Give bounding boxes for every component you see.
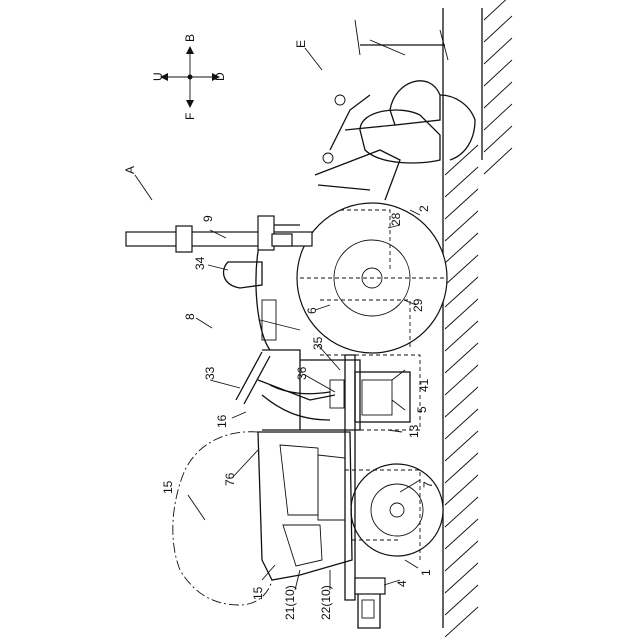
ground-hatch-line (484, 126, 512, 152)
label-34: 34 (193, 256, 207, 270)
label-33: 33 (203, 366, 217, 380)
label-16: 16 (215, 414, 229, 428)
label-7: 7 (421, 481, 435, 488)
ground-hatch-line (484, 0, 512, 20)
ground-hatch-line (445, 189, 478, 219)
ground-hatch-line (445, 497, 478, 527)
ground-hatch-line (484, 104, 512, 130)
ground-hatch-line (484, 38, 512, 64)
label-29: 29 (411, 298, 425, 312)
ground-hatch-line (484, 148, 512, 174)
rear-linkage (315, 20, 475, 200)
ground-hatch-line (484, 60, 512, 86)
label-36: 36 (295, 366, 309, 380)
ground-hatch-line (445, 211, 478, 241)
ground-hatch-line (445, 387, 478, 417)
ground-hatch-line (445, 299, 478, 329)
ground-hatch-line (445, 233, 478, 263)
label-4: 4 (395, 580, 409, 587)
ground-hatch-line (445, 409, 478, 439)
label-5: 5 (415, 406, 429, 413)
label-F: F (183, 113, 197, 120)
label-1: 1 (419, 569, 433, 576)
label-15-hood: 15 (161, 480, 175, 494)
label-15: 15 (251, 586, 265, 600)
ground-hatch-line (484, 16, 512, 42)
ground-hatch-line (445, 431, 478, 461)
steering-wheel (236, 352, 344, 420)
ground-hatch-line (445, 607, 478, 637)
ground-hatch-line (445, 145, 478, 175)
label-13: 13 (407, 424, 421, 438)
direction-indicator (160, 46, 220, 108)
label-76: 76 (223, 472, 237, 486)
label-41: 41 (417, 378, 431, 392)
ground-hatch-line (445, 321, 478, 351)
ground-hatch-line (484, 82, 512, 108)
label-2: 2 (417, 205, 431, 212)
ground-hatch-line (445, 541, 478, 571)
front-wheel (351, 464, 443, 556)
ground-hatch-line (445, 277, 478, 307)
ground-hatch-line (445, 365, 478, 395)
label-28: 28 (389, 212, 403, 226)
ground (443, 0, 512, 637)
label-E: E (294, 40, 308, 48)
label-6: 6 (305, 307, 319, 314)
ground-hatch-line (445, 453, 478, 483)
front-hitch (355, 578, 385, 628)
label-U: U (151, 72, 165, 81)
label-B: B (183, 34, 197, 42)
rear-wheel (297, 203, 447, 353)
label-35: 35 (311, 336, 325, 350)
hood-open-outline (173, 432, 272, 605)
label-A: A (123, 166, 137, 174)
ground-hatch-line (445, 475, 478, 505)
ground-hatch-line (445, 167, 478, 197)
label-D: D (213, 72, 227, 81)
label-22: 22(10) (319, 585, 333, 620)
ground-hatch-line (445, 255, 478, 285)
label-21: 21(10) (283, 585, 297, 620)
ground-hatch-line (445, 519, 478, 549)
label-8: 8 (183, 313, 197, 320)
ground-hatch-line (445, 343, 478, 373)
ground-hatch-line (445, 585, 478, 615)
ground-hatch-line (445, 563, 478, 593)
label-9: 9 (201, 215, 215, 222)
